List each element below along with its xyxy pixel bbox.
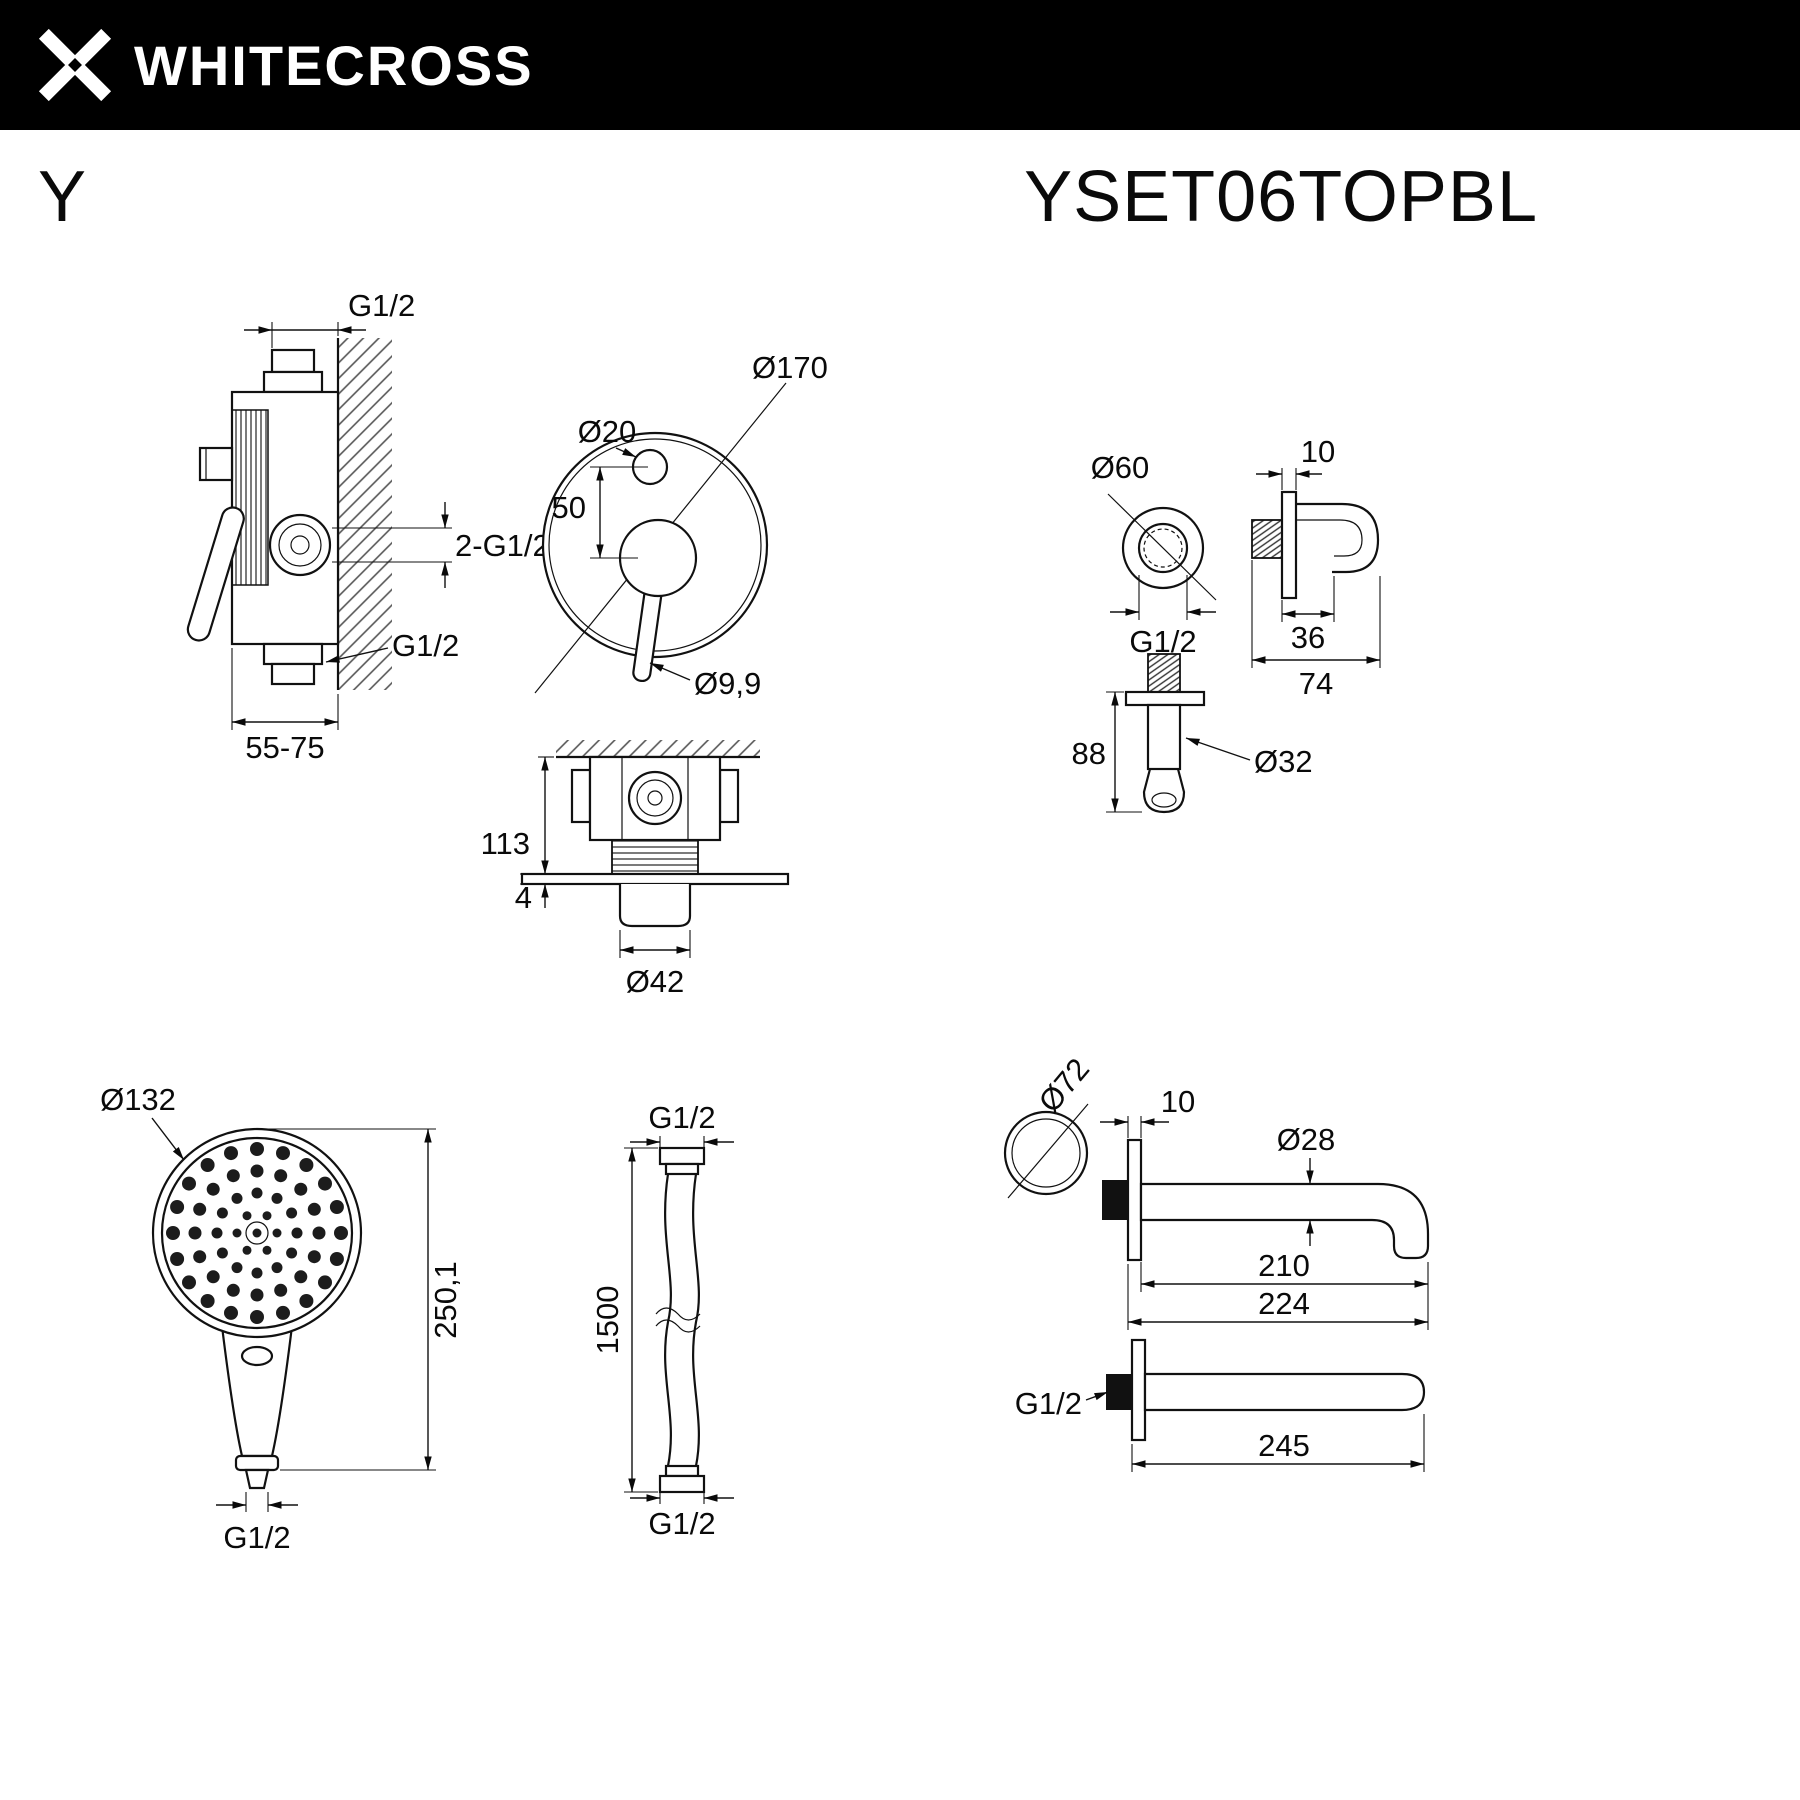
title-row: Y YSET06TOPBL [0, 130, 1800, 238]
dim-label: Ø170 [752, 350, 828, 385]
dim-button-dia: Ø20 [578, 414, 637, 458]
dim-label: G1/2 [648, 1506, 715, 1541]
spray-nozzles [166, 1142, 348, 1324]
dim-outlet-body-dia: Ø32 [1185, 737, 1313, 779]
dim-label: 10 [1301, 434, 1335, 469]
dim-label: 10 [1161, 1084, 1195, 1119]
wall-hatch [556, 740, 760, 757]
dim-label: 88 [1072, 736, 1106, 771]
dim-spout-reach: 210 [1140, 1248, 1429, 1292]
dim-label: Ø60 [1091, 450, 1150, 485]
model-number: YSET06TOPBL [1024, 157, 1538, 237]
logo-x-icon [38, 28, 112, 102]
diagram-mixer-side-view: G1/2 2-G1/2 G1/2 55-75 [186, 288, 550, 765]
diagram-valve-section-view: 113 4 Ø42 [481, 740, 790, 999]
dim-label: 2-G1/2 [455, 528, 550, 563]
dim-label: G1/2 [392, 628, 459, 663]
dim-pin-dia: Ø9,9 [649, 662, 761, 701]
dim-label: G1/2 [223, 1520, 290, 1555]
dim-plate-thickness: 4 [515, 880, 549, 915]
dim-handshower-length: 250,1 [262, 1128, 463, 1471]
diagram-shower-hose: G1/2 1500 G1/2 [590, 1100, 734, 1541]
dim-label: 224 [1258, 1286, 1310, 1321]
dim-head-dia: Ø132 [100, 1082, 185, 1161]
diagram-bath-spout: Ø72 10 Ø28 210 224 [1003, 1052, 1430, 1472]
hose-body [664, 1173, 672, 1467]
dim-holder-inner: 36 [1281, 576, 1335, 655]
dim-label: Ø9,9 [694, 666, 761, 701]
series-title: Y [38, 157, 88, 237]
dim-spout-thread: G1/2 [1015, 1386, 1109, 1421]
diagram-trim-front-view: Ø170 Ø20 50 Ø9,9 [534, 350, 828, 701]
spout-curved-body [1139, 1182, 1430, 1260]
mixer-lever [186, 506, 245, 642]
dim-label: 210 [1258, 1248, 1310, 1283]
dim-spout-plate: 10 [1100, 1084, 1195, 1138]
dim-label: G1/2 [648, 1100, 715, 1135]
dim-label: Ø132 [100, 1082, 176, 1117]
diagram-wall-outlet: Ø60 G1/2 10 36 74 [1072, 434, 1381, 814]
handshower-handle [219, 1316, 295, 1458]
knob-section [618, 884, 692, 928]
dim-label: 1500 [590, 1286, 625, 1355]
dim-center-spacing: 50 [552, 466, 648, 559]
dim-label: 74 [1299, 666, 1333, 701]
brand-header: WHITECROSS [0, 0, 1800, 130]
dim-outlet-height: 88 [1072, 691, 1142, 813]
dim-holder-plate: 10 [1256, 434, 1335, 490]
dim-handshower-thread: G1/2 [216, 1492, 298, 1555]
dim-label: 55-75 [245, 730, 324, 765]
dim-label: G1/2 [1015, 1386, 1082, 1421]
dim-spout-straight-length: 245 [1131, 1414, 1425, 1472]
dim-label: 250,1 [428, 1261, 463, 1339]
dim-hose-length: 1500 [590, 1147, 658, 1493]
dim-label: Ø28 [1277, 1122, 1336, 1157]
shower-holder-hook [1296, 502, 1380, 574]
spout-straight-body [1143, 1372, 1426, 1412]
dim-label: Ø32 [1254, 744, 1313, 779]
spout-wall-plate-top-view [1130, 1338, 1147, 1442]
dim-depth-range: 55-75 [231, 648, 339, 765]
dim-label: 245 [1258, 1428, 1310, 1463]
dim-spout-total: 224 [1127, 1264, 1429, 1330]
dim-label: Ø20 [578, 414, 637, 449]
dim-label: 36 [1291, 620, 1325, 655]
select-button [240, 1345, 274, 1367]
brand-name: WHITECROSS [134, 33, 534, 97]
dim-label: 4 [515, 880, 532, 915]
dim-label: 50 [552, 490, 586, 525]
dim-knob-dia: Ø42 [619, 930, 691, 999]
whitecross-logo: WHITECROSS [34, 24, 534, 106]
holder-wall-plate [1280, 490, 1298, 600]
dim-label: G1/2 [348, 288, 415, 323]
outlet-body [1146, 703, 1182, 771]
dim-hose-thread-top: G1/2 [630, 1100, 734, 1148]
trim-plate-section [520, 872, 790, 886]
dim-spout-tube-dia: Ø28 [1277, 1122, 1336, 1246]
dim-top-thread: G1/2 [244, 288, 415, 348]
wall-hatch [338, 338, 392, 690]
dim-valve-depth: 113 [481, 756, 554, 875]
spout-wall-plate [1126, 1138, 1143, 1262]
dim-label: 113 [481, 826, 530, 861]
dim-label: Ø72 [1032, 1052, 1096, 1119]
dim-bottom-thread: G1/2 [325, 628, 459, 663]
dim-holder-total: 74 [1251, 560, 1381, 701]
dim-dual-thread: 2-G1/2 [332, 502, 550, 588]
dim-label: Ø42 [626, 964, 685, 999]
dim-hose-thread-bottom: G1/2 [630, 1492, 734, 1541]
diagram-hand-shower: Ø132 250,1 G1/2 [100, 1082, 463, 1555]
